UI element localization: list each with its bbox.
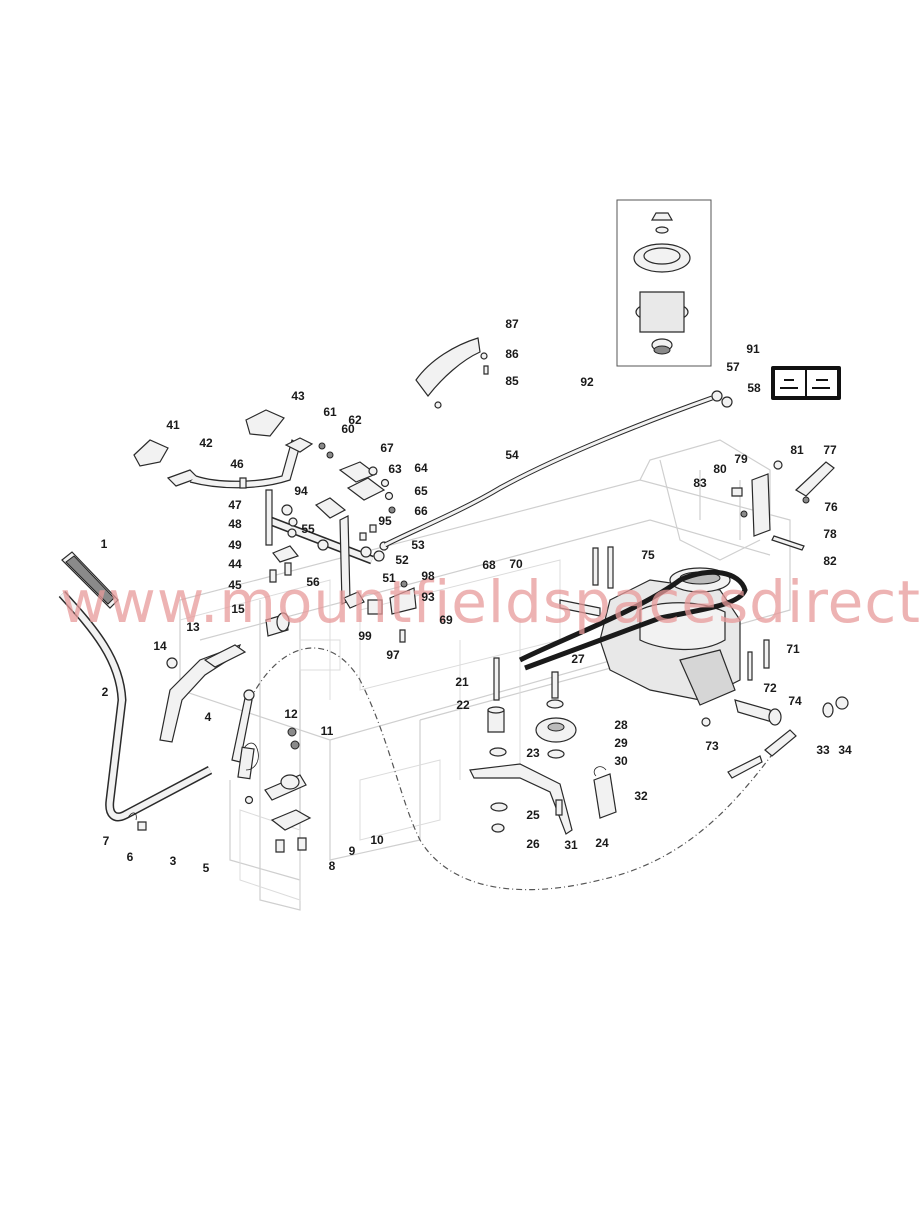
callout-13: 13 [186, 620, 200, 634]
lower-linkage [127, 689, 312, 853]
callout-6: 6 [127, 850, 134, 864]
callout-3: 3 [170, 854, 177, 868]
callout-58: 58 [747, 381, 761, 395]
callout-34: 34 [838, 743, 852, 757]
callout-33: 33 [816, 743, 830, 757]
callout-92: 92 [580, 375, 594, 389]
callout-42: 42 [199, 436, 213, 450]
callout-87: 87 [505, 317, 519, 331]
idler-assembly [469, 657, 849, 835]
callout-26: 26 [526, 837, 540, 851]
callout-73: 73 [705, 739, 719, 753]
control-linkage-parts [318, 442, 417, 643]
callout-78: 78 [823, 527, 837, 541]
callout-86: 86 [505, 347, 519, 361]
callout-60: 60 [341, 422, 355, 436]
callout-47: 47 [228, 498, 242, 512]
callout-64: 64 [414, 461, 428, 475]
callout-24: 24 [595, 836, 609, 850]
callout-72: 72 [763, 681, 777, 695]
callout-28: 28 [614, 718, 628, 732]
callout-79: 79 [734, 452, 748, 466]
callout-77: 77 [823, 443, 837, 457]
watermark: www.mountfieldspacesdirect [60, 568, 920, 636]
callout-85: 85 [505, 374, 519, 388]
callout-62: 62 [348, 413, 362, 427]
drive-cable [249, 647, 791, 891]
callout-25: 25 [526, 808, 540, 822]
control-rod [383, 390, 733, 548]
callout-43: 43 [291, 389, 305, 403]
transaxle-assembly [518, 546, 782, 727]
callout-46: 46 [230, 457, 244, 471]
callout-63: 63 [388, 462, 402, 476]
callout-1: 1 [101, 537, 108, 551]
callout-95: 95 [378, 514, 392, 528]
callout-48: 48 [228, 517, 242, 531]
callout-98: 98 [421, 569, 435, 583]
callout-99: 99 [358, 629, 372, 643]
callout-8: 8 [329, 859, 336, 873]
callout-93: 93 [421, 590, 435, 604]
callout-27: 27 [571, 652, 585, 666]
callout-75: 75 [641, 548, 655, 562]
callout-82: 82 [823, 554, 837, 568]
callout-55: 55 [301, 522, 315, 536]
callout-94: 94 [294, 484, 308, 498]
callout-83: 83 [693, 476, 707, 490]
callout-76: 76 [824, 500, 838, 514]
cable-end-fitting [727, 729, 797, 779]
callout-97: 97 [386, 648, 400, 662]
callout-52: 52 [395, 553, 409, 567]
callout-23: 23 [526, 746, 540, 760]
callout-4: 4 [205, 710, 212, 724]
callout-10: 10 [370, 833, 384, 847]
callout-41: 41 [166, 418, 180, 432]
pulley-fan-inset [616, 199, 712, 367]
callout-14: 14 [153, 639, 167, 653]
callout-32: 32 [634, 789, 648, 803]
callout-29: 29 [614, 736, 628, 750]
callout-2: 2 [102, 685, 109, 699]
callout-21: 21 [455, 675, 469, 689]
callout-81: 81 [790, 443, 804, 457]
pedal-bracket [159, 612, 290, 743]
callout-80: 80 [713, 462, 727, 476]
callout-49: 49 [228, 538, 242, 552]
callout-69: 69 [439, 613, 453, 627]
callout-5: 5 [203, 861, 210, 875]
bracket-76-83 [731, 460, 835, 551]
callout-11: 11 [321, 724, 334, 738]
callout-54: 54 [505, 448, 519, 462]
callout-12: 12 [284, 707, 298, 721]
callout-15: 15 [231, 602, 245, 616]
callout-57: 57 [726, 360, 740, 374]
seat-plate [415, 337, 489, 409]
upper-shaft-assembly [133, 409, 374, 605]
callout-71: 71 [786, 642, 800, 656]
callout-31: 31 [564, 838, 578, 852]
callout-67: 67 [380, 441, 394, 455]
callout-91: 91 [746, 342, 760, 356]
callout-labels: 1234567891011121314152122232425262728293… [101, 317, 852, 875]
callout-68: 68 [482, 558, 496, 572]
callout-44: 44 [228, 557, 242, 571]
safety-decal [771, 366, 841, 400]
callout-45: 45 [228, 578, 242, 592]
callout-7: 7 [103, 834, 110, 848]
callout-70: 70 [509, 557, 523, 571]
callout-51: 51 [382, 571, 396, 585]
callout-61: 61 [323, 405, 337, 419]
callout-53: 53 [411, 538, 425, 552]
callout-74: 74 [788, 694, 802, 708]
callout-9: 9 [349, 844, 356, 858]
callout-66: 66 [414, 504, 428, 518]
callout-56: 56 [306, 575, 320, 589]
callout-22: 22 [456, 698, 470, 712]
callout-65: 65 [414, 484, 428, 498]
foot-pedal-assembly [58, 551, 213, 822]
callout-30: 30 [614, 754, 628, 768]
